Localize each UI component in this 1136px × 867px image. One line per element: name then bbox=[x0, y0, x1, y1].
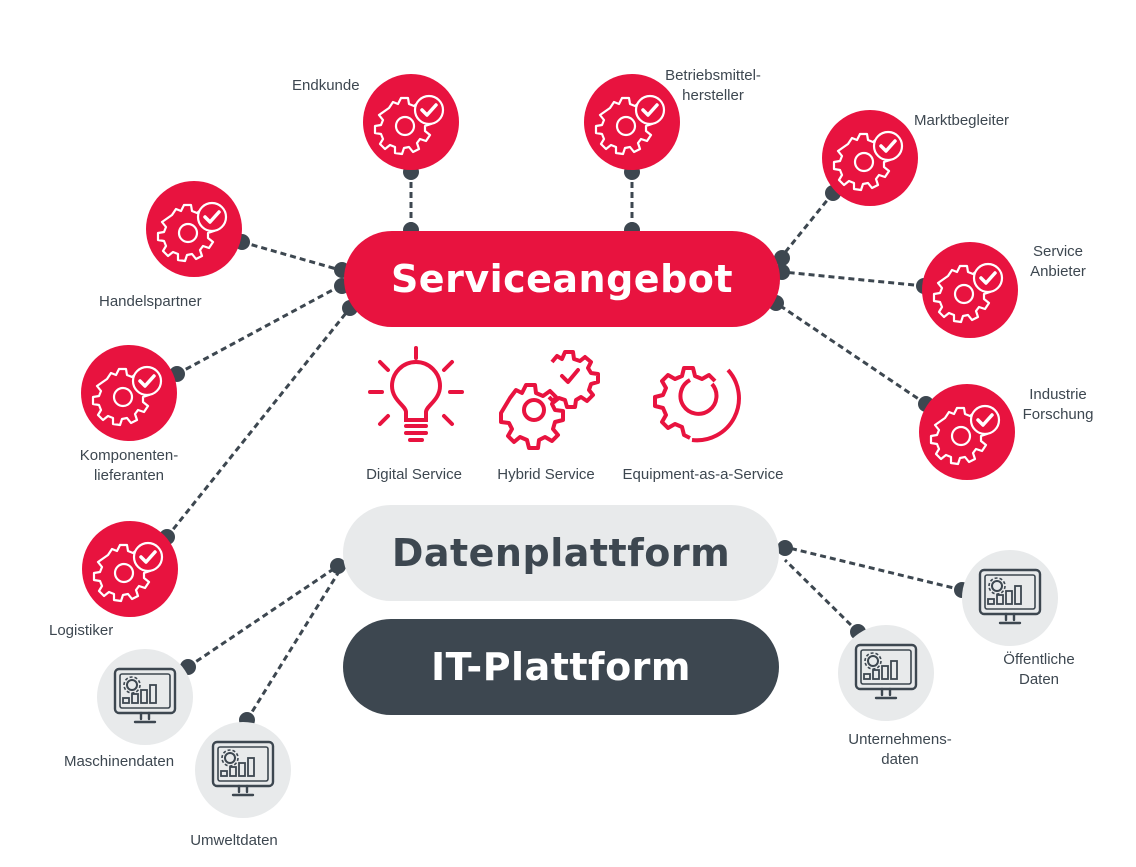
label-line: Industrie bbox=[1029, 386, 1087, 403]
connectors bbox=[165, 172, 963, 721]
partner-node-endkunde bbox=[363, 74, 459, 170]
connector-oeffentliche-daten bbox=[784, 545, 963, 592]
data-node-oeffentliche-daten bbox=[962, 550, 1058, 646]
service-offering-title: Serviceangebot bbox=[390, 257, 734, 301]
partner-label-industrie-forschung: Industrie Forschung bbox=[1023, 385, 1094, 425]
partner-node-industrie-forschung bbox=[919, 384, 1015, 480]
partner-node-handelspartner bbox=[146, 181, 242, 277]
label-line: Komponenten- bbox=[79, 447, 179, 464]
connector-umweltdaten bbox=[245, 569, 342, 721]
partner-node-marktbegleiter bbox=[822, 110, 918, 206]
partner-label-service-anbieter: Service Anbieter bbox=[1030, 242, 1086, 282]
it-platform: IT-Plattform bbox=[343, 619, 779, 715]
connector-logistiker bbox=[165, 307, 352, 538]
connector-maschinendaten bbox=[187, 564, 339, 669]
lightbulb-icon bbox=[368, 346, 464, 442]
partner-node-komponentenlieferanten bbox=[81, 345, 177, 441]
gears-check-icon bbox=[499, 350, 600, 450]
partner-node-logistiker bbox=[82, 521, 178, 617]
data-label-umweltdaten: Umweltdaten bbox=[190, 831, 278, 851]
label-line: Logistiker bbox=[49, 622, 114, 639]
connector-service-anbieter bbox=[782, 270, 925, 288]
service-type-label: Digital Service bbox=[366, 466, 462, 483]
label-line: Handelspartner bbox=[99, 293, 202, 310]
data-node-umweltdaten bbox=[195, 722, 291, 818]
data-label-unternehmensdaten: Unternehmens- daten bbox=[848, 730, 951, 770]
label-line: Öffentliche bbox=[1003, 651, 1075, 668]
label-line: Daten bbox=[1018, 671, 1060, 688]
label-line: hersteller bbox=[682, 87, 744, 104]
service-offering-platform: Serviceangebot bbox=[344, 231, 780, 327]
connector-industrie-forschung bbox=[775, 301, 927, 406]
it-platform-title: IT-Plattform bbox=[430, 645, 692, 689]
label-line: Service bbox=[1032, 243, 1084, 260]
connector-marktbegleiter bbox=[781, 192, 835, 256]
data-node-unternehmensdaten bbox=[838, 625, 934, 721]
data-label-oeffentliche-daten: Öffentliche Daten bbox=[1003, 650, 1074, 690]
partner-label-marktbegleiter: Marktbegleiter bbox=[914, 111, 1009, 131]
label-line: Unternehmens- bbox=[848, 731, 952, 748]
label-line: Anbieter bbox=[1030, 263, 1086, 280]
partner-label-endkunde: Endkunde bbox=[292, 76, 360, 96]
connector-komponentenlieferanten bbox=[176, 284, 341, 376]
connector-unternehmensdaten bbox=[783, 558, 860, 634]
partner-label-komponentenlieferanten: Komponenten- lieferanten bbox=[80, 446, 178, 486]
label-line: Betriebsmittel- bbox=[665, 67, 761, 84]
partner-node-betriebsmittelhersteller bbox=[584, 74, 680, 170]
data-node-maschinendaten bbox=[97, 649, 193, 745]
data-platform-title: Datenplattform bbox=[391, 531, 731, 575]
label-line: Forschung bbox=[1022, 406, 1094, 423]
partner-label-betriebsmittelhersteller: Betriebsmittel- hersteller bbox=[665, 66, 761, 106]
data-label-maschinendaten: Maschinendaten bbox=[64, 752, 174, 772]
label-line: lieferanten bbox=[93, 467, 165, 484]
label-line: Endkunde bbox=[292, 77, 360, 94]
partner-label-logistiker: Logistiker bbox=[49, 621, 113, 641]
label-line: Marktbegleiter bbox=[914, 112, 1010, 129]
data-platform: Datenplattform bbox=[343, 505, 779, 601]
partner-node-service-anbieter bbox=[922, 242, 1018, 338]
service-type-label: Equipment-as-a-Service bbox=[622, 466, 784, 483]
gear-cycle-icon bbox=[653, 366, 741, 443]
label-line: Umweltdaten bbox=[190, 832, 278, 849]
label-line: daten bbox=[881, 751, 919, 768]
label-line: Maschinendaten bbox=[63, 753, 175, 770]
connector-handelspartner bbox=[241, 240, 341, 272]
service-type-label: Hybrid Service bbox=[497, 466, 595, 483]
partner-label-handelspartner: Handelspartner bbox=[99, 292, 202, 312]
